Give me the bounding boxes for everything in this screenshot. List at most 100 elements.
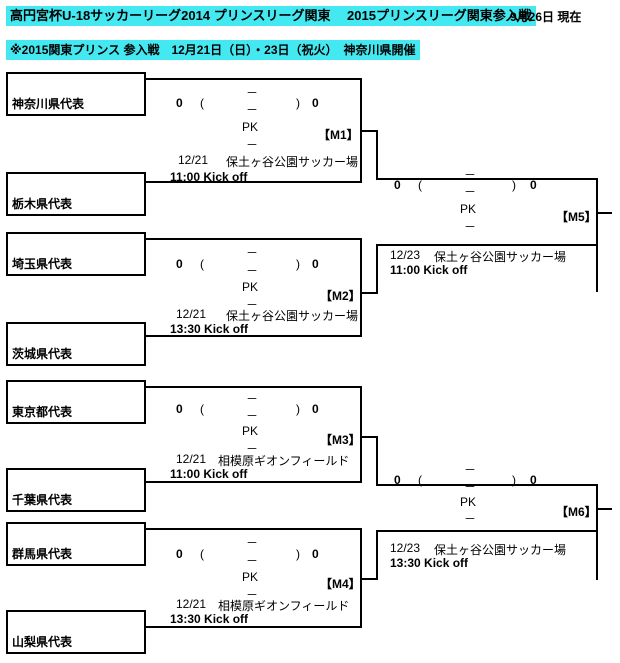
kickoff-time: 11:00 Kick off <box>170 467 248 481</box>
match-label-m5: 【M5】 <box>556 210 597 224</box>
bracket-line <box>376 244 598 246</box>
pk-label: PK <box>241 280 258 294</box>
pk-dash: － <box>245 86 258 100</box>
open-paren: ( <box>418 473 422 487</box>
match-date: 12/21 <box>176 452 207 466</box>
open-paren: ( <box>418 178 422 192</box>
match-label-m6: 【M6】 <box>556 505 597 519</box>
team-box-tochigi: 栃木県代表 <box>6 172 146 216</box>
kickoff-time: 11:00 Kick off <box>170 170 248 184</box>
team-name: 群馬県代表 <box>12 547 73 561</box>
bracket-line <box>376 484 598 486</box>
bracket-line <box>598 508 612 510</box>
match-venue: 保土ヶ谷公園サッカー場 <box>434 543 567 557</box>
match-date: 12/21 <box>176 597 207 611</box>
match-venue: 保土ヶ谷公園サッカー場 <box>226 155 359 169</box>
team-box-chiba: 千葉県代表 <box>6 468 146 512</box>
match-date: 12/21 <box>178 153 209 167</box>
bracket-line <box>596 484 598 580</box>
as-of-date: 9月26日 現在 <box>510 10 582 24</box>
pk-dash: － <box>463 220 476 234</box>
pk-label: PK <box>459 202 476 216</box>
bracket-line <box>376 244 378 294</box>
pk-label: PK <box>241 424 258 438</box>
team-name: 千葉県代表 <box>12 493 73 507</box>
pk-dash: － <box>463 168 476 182</box>
pk-dash: － <box>463 463 476 477</box>
bracket-line <box>146 528 362 530</box>
match-label-m3: 【M3】 <box>320 433 361 447</box>
pk-label: PK <box>241 120 258 134</box>
home-score: 0 <box>176 96 183 110</box>
team-name: 神奈川県代表 <box>12 97 85 111</box>
match-label-m4: 【M4】 <box>320 577 361 591</box>
close-paren: ) <box>512 473 516 487</box>
pk-dash: － <box>245 442 258 456</box>
team-name: 茨城県代表 <box>12 347 73 361</box>
tournament-notice: ※2015関東プリンス 参入戦 12月21日（日）・23日（祝火） 神奈川県開催 <box>6 40 420 60</box>
close-paren: ) <box>296 402 300 416</box>
open-paren: ( <box>200 257 204 271</box>
pk-dash: － <box>245 264 258 278</box>
close-paren: ) <box>512 178 516 192</box>
match-venue: 保土ヶ谷公園サッカー場 <box>226 309 359 323</box>
home-score: 0 <box>176 402 183 416</box>
page-title: 高円宮杯U-18サッカーリーグ2014 プリンスリーグ関東 2015プリンスリー… <box>6 6 536 26</box>
team-name: 埼玉県代表 <box>12 257 73 271</box>
bracket-line <box>360 238 362 337</box>
kickoff-time: 11:00 Kick off <box>390 263 468 277</box>
home-score: 0 <box>394 178 401 192</box>
home-score: 0 <box>176 257 183 271</box>
team-box-ibaraki: 茨城県代表 <box>6 322 146 366</box>
bracket-line <box>146 335 362 337</box>
match-label-m2: 【M2】 <box>320 289 361 303</box>
match-date: 12/21 <box>176 307 207 321</box>
bracket-line <box>376 130 378 180</box>
kickoff-time: 13:30 Kick off <box>390 556 469 570</box>
bracket-line <box>376 178 598 180</box>
bracket-line <box>362 292 378 294</box>
pk-dash: － <box>245 588 258 602</box>
pk-dash: － <box>245 138 258 152</box>
bracket-line <box>598 212 612 214</box>
bracket-line <box>146 481 362 483</box>
pk-dash: － <box>245 409 258 423</box>
match-date: 12/23 <box>390 541 421 555</box>
bracket-line <box>360 78 362 183</box>
close-paren: ) <box>296 547 300 561</box>
team-name: 山梨県代表 <box>12 635 73 649</box>
away-score: 0 <box>312 547 319 561</box>
bracket-line <box>146 626 362 628</box>
match-venue: 相模原ギオンフィールド <box>218 454 350 468</box>
bracket-line <box>362 578 378 580</box>
pk-dash: － <box>463 512 476 526</box>
match-venue: 保土ヶ谷公園サッカー場 <box>434 250 567 264</box>
kickoff-time: 13:30 Kick off <box>170 612 249 626</box>
away-score: 0 <box>312 402 319 416</box>
away-score: 0 <box>530 473 537 487</box>
open-paren: ( <box>200 96 204 110</box>
bracket-line <box>360 528 362 628</box>
pk-dash: － <box>463 480 476 494</box>
pk-dash: － <box>245 298 258 312</box>
bracket-line <box>146 181 362 183</box>
bracket-line <box>376 530 598 532</box>
away-score: 0 <box>312 257 319 271</box>
kickoff-time: 13:30 Kick off <box>170 322 249 336</box>
bracket-line <box>596 178 598 292</box>
pk-dash: － <box>245 554 258 568</box>
close-paren: ) <box>296 96 300 110</box>
home-score: 0 <box>176 547 183 561</box>
pk-label: PK <box>241 570 258 584</box>
bracket-line <box>360 386 362 483</box>
team-box-kanagawa: 神奈川県代表 <box>6 72 146 116</box>
bracket-line <box>146 78 362 80</box>
team-box-saitama: 埼玉県代表 <box>6 232 146 276</box>
bracket-line <box>146 386 362 388</box>
close-paren: ) <box>296 257 300 271</box>
open-paren: ( <box>200 547 204 561</box>
bracket-line <box>362 130 378 132</box>
match-venue: 相模原ギオンフィールド <box>218 599 350 613</box>
home-score: 0 <box>394 473 401 487</box>
team-box-tokyo: 東京都代表 <box>6 380 146 424</box>
